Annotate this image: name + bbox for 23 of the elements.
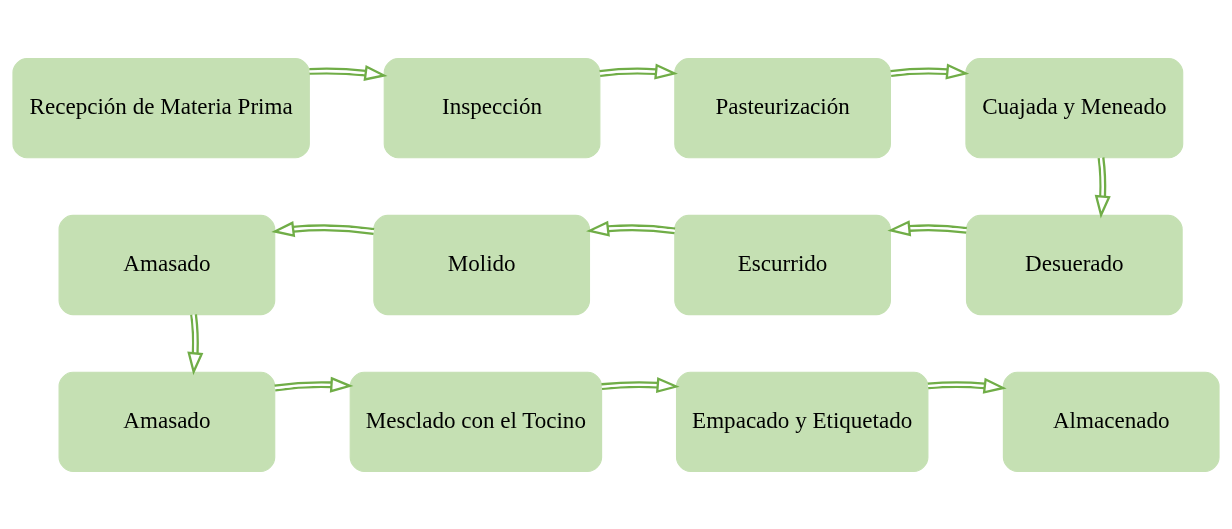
arrow [309, 64, 388, 81]
arrow [1094, 156, 1111, 218]
arrow [599, 62, 678, 80]
arrow [927, 377, 1007, 394]
node-box: Escurrido [674, 214, 891, 315]
arrow [890, 62, 970, 80]
arrow [601, 376, 680, 393]
node-box: Amasado [58, 371, 276, 472]
arrow [274, 376, 354, 393]
node-box: Almacenado [1002, 371, 1220, 472]
arrow [187, 313, 204, 375]
arrow [271, 220, 375, 237]
node-box: Molido [373, 214, 591, 315]
node-box: Inspección [383, 57, 601, 158]
node-box: Empacado y Etiquetado [675, 371, 929, 472]
node-box: Amasado [58, 214, 276, 315]
node-box: Pasteurización [674, 57, 891, 158]
node-box: Recepción de Materia Prima [12, 57, 310, 158]
node-box: Cuajada y Meneado [965, 57, 1184, 158]
node-box: Mesclado con el Tocino [349, 371, 603, 472]
node-box: Desuerado [965, 214, 1183, 315]
arrow [586, 220, 676, 237]
arrow [887, 219, 967, 236]
